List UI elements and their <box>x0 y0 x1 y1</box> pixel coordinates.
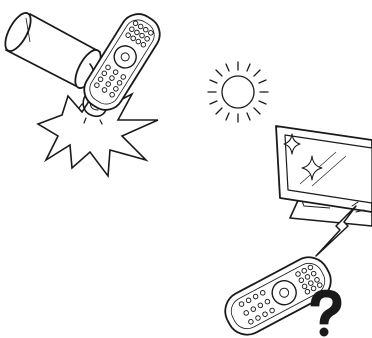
signal-interference-panel <box>218 126 372 338</box>
question-mark-icon <box>311 290 341 324</box>
sunlight-panel <box>208 62 268 122</box>
sun-icon <box>208 62 268 122</box>
question-mark-dot <box>320 328 329 337</box>
liquid-spill-panel <box>0 7 166 176</box>
